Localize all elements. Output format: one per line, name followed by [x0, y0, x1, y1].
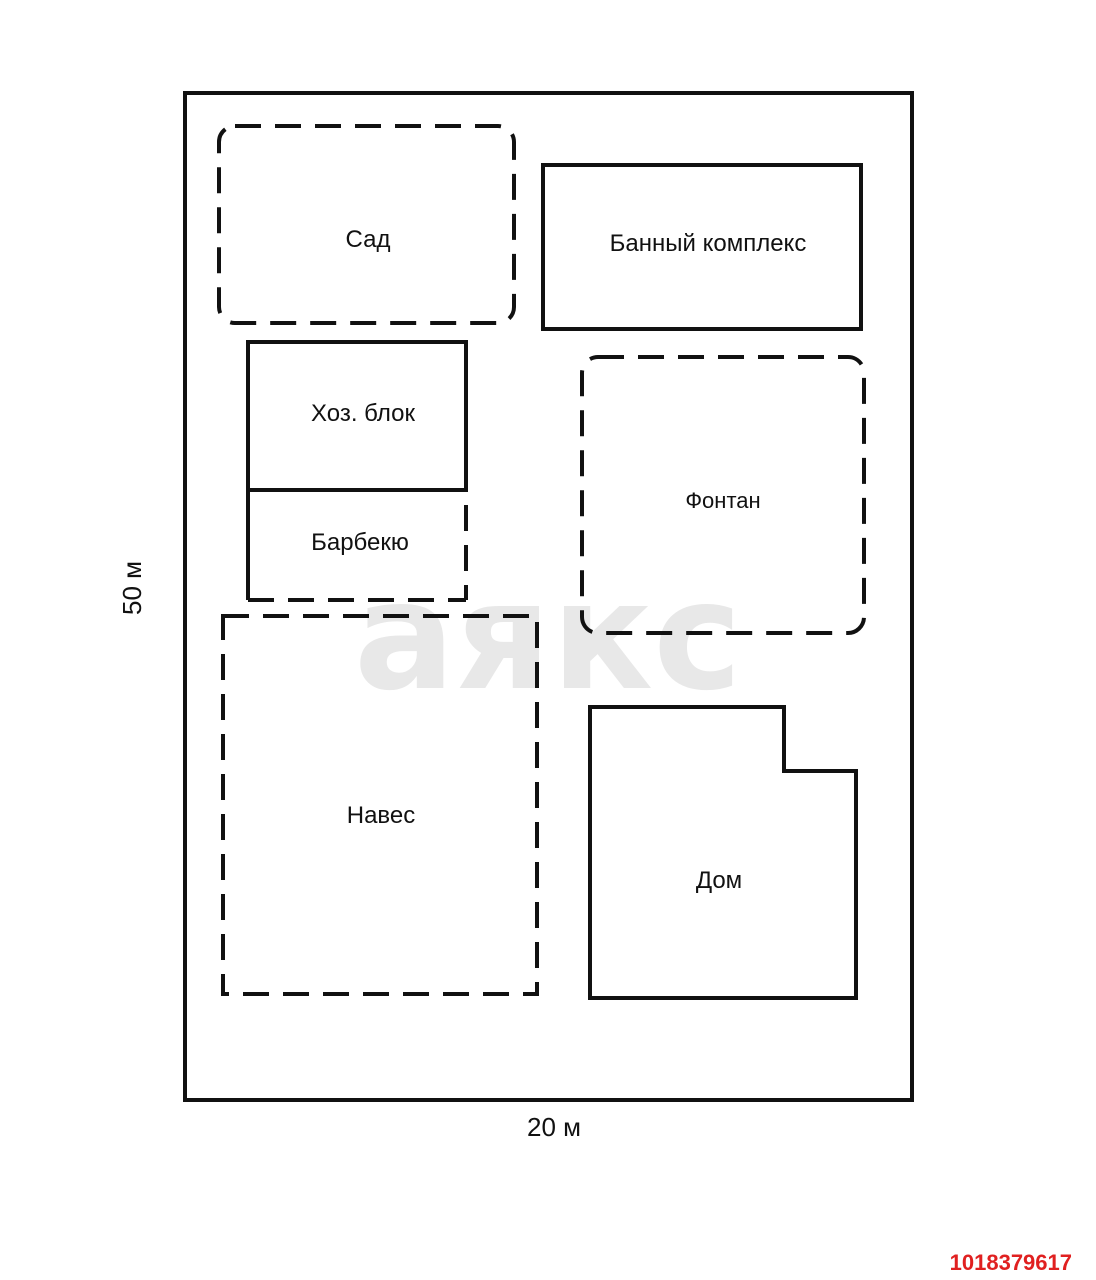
zone-house-outline — [588, 705, 858, 1000]
zone-fountain-label: Фонтан — [685, 488, 760, 513]
plot-boundary — [183, 91, 914, 1102]
zone-house-label: Дом — [696, 867, 742, 894]
zone-utility-block-outline — [246, 340, 468, 492]
plot-height-label: 50 м — [117, 561, 147, 615]
zone-garden-outline — [217, 124, 516, 325]
listing-id: 1018379617 — [950, 1250, 1072, 1275]
zone-barbecue-label: Барбекю — [311, 529, 409, 556]
zone-canopy-label: Навес — [347, 802, 416, 829]
zone-fountain-outline — [580, 355, 866, 635]
zone-utility-block-label: Хоз. блок — [311, 400, 415, 427]
watermark-text: аякс — [354, 550, 742, 724]
zone-canopy-outline — [221, 614, 539, 996]
zone-garden-label: Сад — [346, 226, 391, 253]
zone-bath-complex-label: Банный комплекс — [610, 230, 807, 257]
plot-width-label: 20 м — [527, 1112, 581, 1142]
zone-barbecue-outline — [246, 490, 468, 602]
zone-bath-complex-outline — [541, 163, 863, 331]
